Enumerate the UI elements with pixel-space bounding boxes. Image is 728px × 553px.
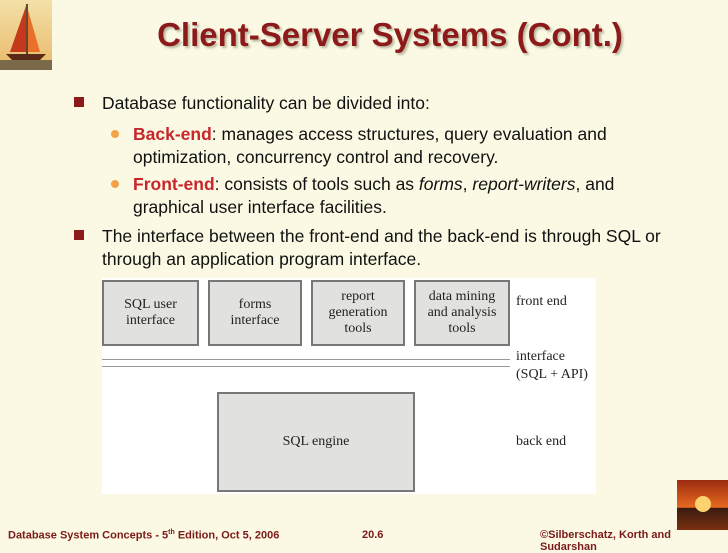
bullet-text: Database functionality can be divided in…	[102, 93, 430, 113]
frontend-comma: ,	[462, 174, 473, 194]
sailboat-logo	[0, 0, 52, 70]
footer-copyright: ©Silberschatz, Korth and Sudarshan	[540, 529, 671, 553]
sql-engine-box: SQL engine	[217, 392, 415, 492]
box-label: interface	[126, 313, 175, 328]
client-server-diagram: SQL user interface forms interface repor…	[102, 278, 596, 494]
footer-sup: th	[168, 529, 175, 536]
backend-desc: : manages access structures, query evalu…	[211, 124, 607, 144]
sql-api-label: (SQL + API)	[516, 367, 588, 382]
forms-interface-box: forms interface	[208, 280, 302, 346]
frontend-forms: forms	[418, 174, 463, 194]
report-generation-tools-box: report generation tools	[311, 280, 405, 346]
box-label: and analysis	[427, 305, 497, 320]
bullet-square-icon	[74, 230, 84, 240]
bullet-square-icon	[74, 97, 84, 107]
sun-icon	[695, 496, 711, 512]
slide-title: Client-Server Systems (Cont.)	[157, 16, 623, 53]
box-label: forms	[238, 297, 272, 312]
frontend-desc-pre: : consists of tools such as	[214, 174, 419, 194]
box-label: SQL user	[124, 297, 177, 312]
frontend-desc-post: , and	[575, 174, 615, 194]
box-label: tools	[344, 321, 372, 336]
frontend-bullet-line1: Front-end: consists of tools such as for…	[133, 172, 614, 196]
footer-text: Database System Concepts - 5	[8, 529, 169, 542]
data-mining-tools-box: data mining and analysis tools	[414, 280, 510, 346]
frontend-report-writers: report-writers	[472, 174, 576, 194]
sql-user-interface-box: SQL user interface	[102, 280, 199, 346]
sunset-image	[677, 480, 728, 530]
box-label: interface	[230, 313, 280, 328]
sailboat-icon	[0, 4, 52, 70]
backend-bullet-line1: Back-end: manages access structures, que…	[133, 122, 607, 146]
bullet-dot-icon	[111, 130, 119, 138]
interface-label: interface	[516, 349, 565, 364]
interface-bullet-line1: The interface between the front-end and …	[102, 226, 661, 246]
footer-text: Edition, Oct 5, 2006	[174, 529, 280, 542]
footer-book-title: Database System Concepts - 5th Edition, …	[8, 529, 279, 542]
interface-bullet-line2: through an application program interface…	[102, 249, 422, 269]
box-label: generation	[328, 305, 388, 320]
backend-keyword: Back-end	[133, 124, 212, 144]
front-end-label: front end	[516, 294, 567, 309]
frontend-bullet-line2: graphical user interface facilities.	[133, 197, 387, 217]
frontend-keyword: Front-end	[133, 174, 215, 194]
interface-divider-top	[102, 359, 510, 360]
bullet-dot-icon	[111, 180, 119, 188]
box-label: SQL engine	[282, 434, 350, 449]
box-label: report	[341, 289, 375, 304]
interface-divider-bottom	[102, 366, 510, 367]
footer-page-number: 20.6	[362, 529, 384, 541]
back-end-label: back end	[516, 434, 567, 449]
backend-bullet-line2: optimization, concurrency control and re…	[133, 147, 499, 167]
box-label: tools	[448, 321, 476, 336]
box-label: data mining	[428, 289, 496, 304]
